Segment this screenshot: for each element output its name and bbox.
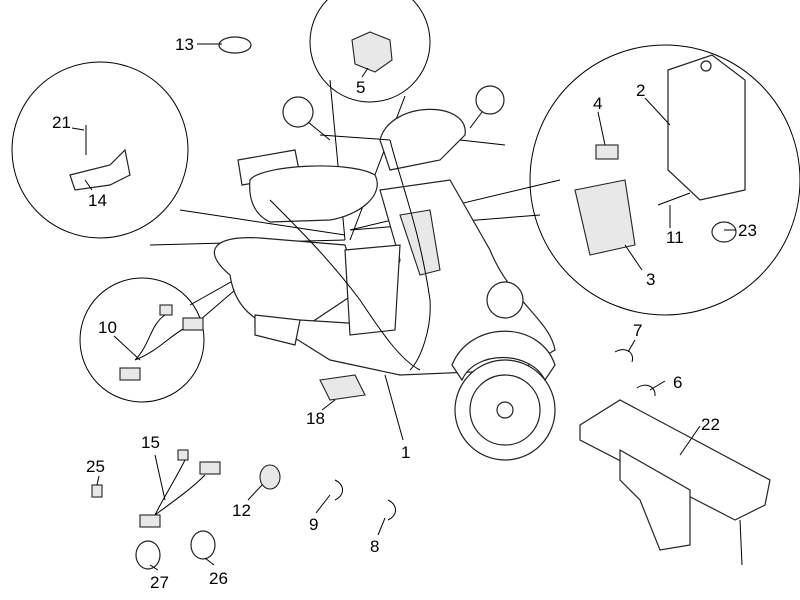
callout-13: 13	[175, 35, 194, 54]
screw-part-11	[657, 192, 691, 206]
clamp-part-26	[190, 530, 216, 560]
callout-14: 14	[88, 191, 107, 210]
callout-23: 23	[738, 221, 757, 240]
clip-part-8	[387, 499, 396, 521]
fuse-part-4	[595, 144, 619, 160]
callout-27: 27	[150, 573, 169, 592]
callout-9: 9	[309, 515, 318, 534]
callout-3: 3	[646, 270, 655, 289]
clip-part-6	[636, 384, 656, 397]
harness-part-10	[134, 314, 191, 361]
clip-part-25	[91, 484, 103, 498]
callout-26: 26	[209, 569, 228, 588]
callout-25: 25	[86, 457, 105, 476]
callout-7: 7	[633, 321, 642, 340]
scooter-illustration	[213, 85, 556, 461]
detail-circle-ecu	[529, 44, 800, 316]
callout-4: 4	[593, 94, 602, 113]
pad-part-18	[319, 374, 366, 401]
callout-15: 15	[141, 433, 160, 452]
clamp-part-27	[135, 540, 161, 570]
callout-11: 11	[666, 228, 684, 247]
callout-8: 8	[370, 537, 379, 556]
grommet-part-12	[259, 464, 281, 490]
clip-part-9	[334, 479, 343, 501]
relay-part-5	[351, 31, 393, 73]
callout-2: 2	[636, 81, 645, 100]
callout-18: 18	[306, 409, 325, 428]
callout-22: 22	[701, 415, 720, 434]
callout-labels: 13 5 4 2 21 14 11 23 3 10 7 6 22 18 1 15…	[52, 35, 757, 592]
ecu-part-3	[574, 179, 636, 256]
clamp-part-13	[218, 36, 252, 54]
callout-21: 21	[52, 113, 71, 132]
callout-10: 10	[98, 318, 117, 337]
plate-part-2	[667, 54, 746, 201]
callout-6: 6	[673, 373, 682, 392]
bracket-part-14	[69, 148, 131, 191]
detail-circle-harness	[79, 277, 205, 403]
callout-5: 5	[356, 78, 365, 97]
support-part-22	[579, 399, 771, 521]
detail-circle-bracket	[11, 61, 189, 239]
detail-circle-relay	[309, 0, 431, 103]
callout-leaders	[71, 43, 736, 571]
harness-part-15	[154, 459, 206, 516]
clip-part-7	[614, 349, 634, 363]
callout-12: 12	[232, 501, 251, 520]
callout-1: 1	[401, 443, 410, 462]
clamp-part-23	[711, 221, 737, 243]
